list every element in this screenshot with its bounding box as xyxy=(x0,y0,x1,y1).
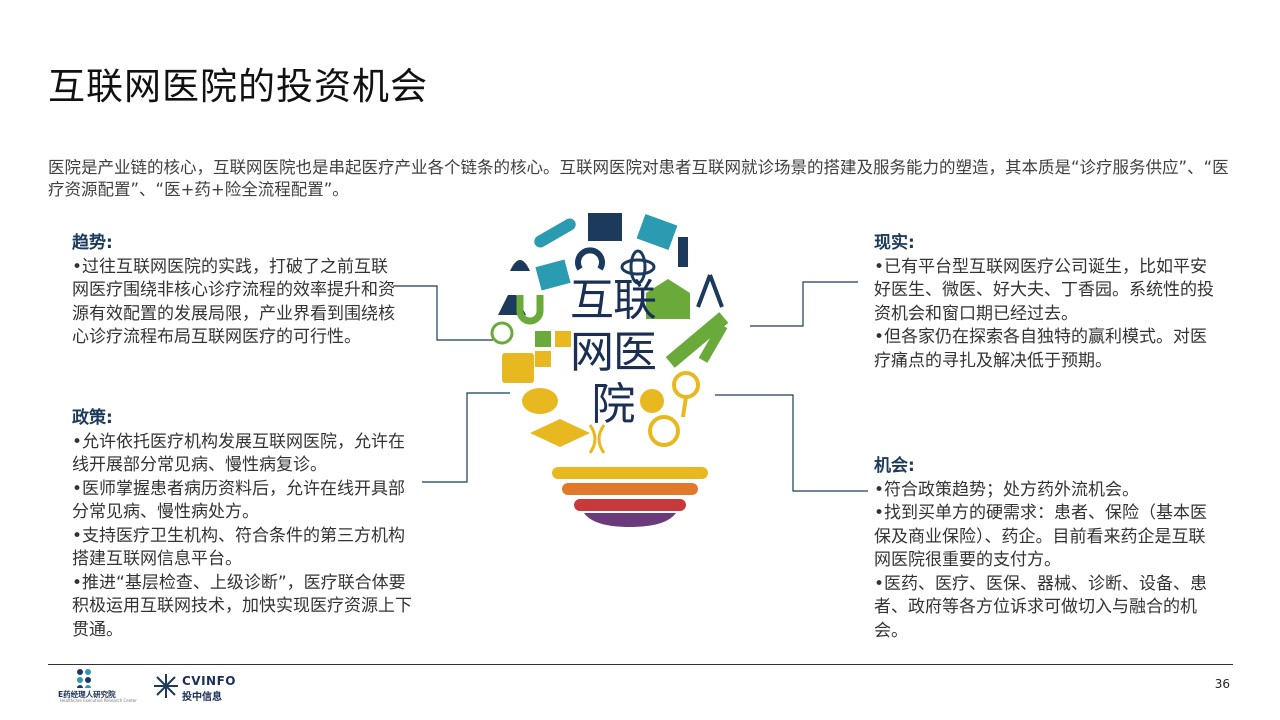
dots-logo-icon xyxy=(77,669,91,688)
reality-item: •但各家仍在探索各自独特的赢利模式。对医疗痛点的寻扎及解决低于预期。 xyxy=(874,327,1208,371)
trend-heading: 趋势: xyxy=(72,233,113,253)
blocks-icon xyxy=(535,331,571,367)
logo2-brand: CVINFO xyxy=(182,674,236,688)
reality-item: •已有平台型互联网医疗公司诞生，比如平安好医生、微医、好大夫、丁香园。系统性的投… xyxy=(874,256,1214,324)
opportunity-item: •找到买单方的硬需求：患者、保险（基本医保及商业保险）、药企。目前看来药企是互联… xyxy=(874,503,1208,570)
trend-item: •过往互联网医院的实践，打破了之前互联网医疗围绕非核心诊疗流程的效率提升和资源有… xyxy=(72,256,395,348)
dna-icon xyxy=(588,424,606,454)
policy-item: •推进“基层检查、上级诊断”，医疗联合体要积极运用互联网技术，加快实现医疗资源上… xyxy=(72,572,412,640)
intro-paragraph: 医院是产业链的核心，互联网医院也是串起医疗产业各个链条的核心。互联网医院对患者互… xyxy=(48,158,1229,199)
policy-heading: 政策: xyxy=(72,408,113,428)
center-label: 互联网医院 xyxy=(570,275,657,430)
u-magnet-icon xyxy=(516,295,544,325)
bulb-base-yellow xyxy=(552,467,708,479)
footer-divider xyxy=(48,664,1233,665)
logo2-chinese: 投中信息 xyxy=(182,692,222,703)
ab-card-icon xyxy=(535,259,571,291)
cvinfo-logo: CVINFO 投中信息 xyxy=(152,672,242,703)
policy-item: •支持医疗卫生机构、符合条件的第三方机构搭建互联网信息平台。 xyxy=(72,525,406,570)
lightbulb-small-icon xyxy=(490,321,514,345)
logo1-text: E药经理人研究院 xyxy=(58,690,116,699)
policy-section: 政策: •允许依托医疗机构发展互联网医院，允许在线开展部分常见病、慢性病复诊。 … xyxy=(72,407,422,642)
ruler-long-icon xyxy=(665,312,729,368)
policy-item: •医师掌握患者病历资料后，允许在线开具部分常见病、慢性病处方。 xyxy=(72,478,406,523)
magnifier-icon xyxy=(672,371,700,418)
opportunity-section: 机会: •符合政策趋势；处方药外流机会。 •找到买单方的硬需求：患者、保险（基本… xyxy=(874,455,1219,643)
apple-icon xyxy=(640,389,664,413)
bulb-base-red xyxy=(574,499,686,511)
reality-section: 现实: •已有平台型互联网医疗公司诞生，比如平安好医生、微医、好大夫、丁香园。系… xyxy=(874,232,1214,373)
building-icon xyxy=(646,279,690,319)
lightbulb-illustration xyxy=(490,213,729,527)
page-number: 36 xyxy=(1214,677,1230,691)
logo1-subtext: Healthcare Executive Research Center xyxy=(60,698,137,703)
notebook-icon xyxy=(636,213,678,251)
calculator-icon xyxy=(502,353,534,383)
test-tube-icon xyxy=(534,218,576,248)
compass-icon xyxy=(696,274,724,308)
reality-heading: 现实: xyxy=(874,233,915,253)
ruler-icon xyxy=(678,237,688,267)
page-title: 互联网医院的投资机会 xyxy=(48,65,428,108)
pencil-icon xyxy=(698,323,728,363)
trend-section: 趋势: •过往互联网医院的实践，打破了之前互联网医疗围绕非核心诊疗流程的效率提升… xyxy=(72,232,402,350)
grad-cap-icon xyxy=(530,419,590,447)
palette-icon xyxy=(522,388,558,414)
opportunity-heading: 机会: xyxy=(874,456,915,476)
globe-icon xyxy=(648,415,680,447)
opportunity-item: •符合政策趋势；处方药外流机会。 xyxy=(874,479,1140,500)
atom-icon xyxy=(620,249,656,285)
starburst-logo-icon xyxy=(154,674,178,698)
opportunity-item: •医药、医疗、医保、器械、诊断、设备、患者、政府等各方位诉求可做切入与融合的机会… xyxy=(874,573,1208,641)
bulb-base-orange xyxy=(562,483,698,495)
policy-item: •允许依托医疗机构发展互联网医院，允许在线开展部分常见病、慢性病复诊。 xyxy=(72,431,406,476)
e-pharma-logo: E药经理人研究院 Healthcare Executive Research C… xyxy=(58,668,138,703)
book-icon xyxy=(588,213,622,241)
bell-icon xyxy=(510,260,530,271)
bulb-base-purple xyxy=(584,513,676,527)
magnet-icon xyxy=(575,247,605,271)
